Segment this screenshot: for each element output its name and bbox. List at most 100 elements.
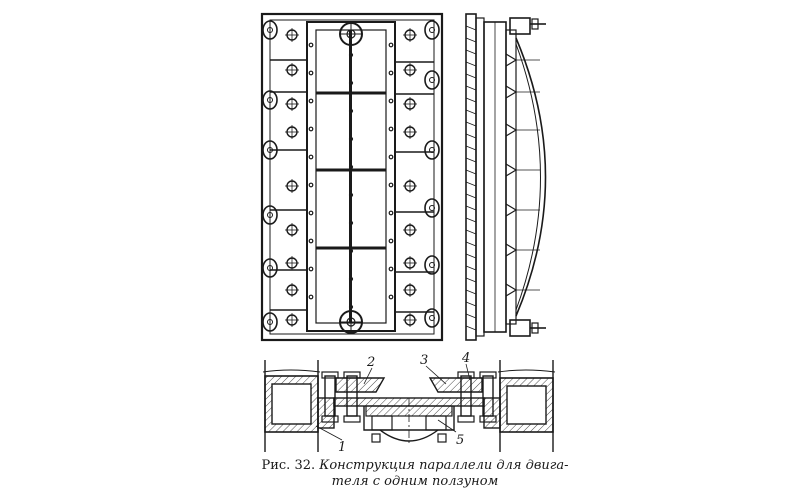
edge-boss [262, 90, 278, 110]
rivet [348, 80, 354, 86]
rivet [348, 108, 354, 114]
bolt-nut [321, 415, 339, 423]
caption-prefix: Рис. 32. [261, 458, 316, 473]
rivet [308, 70, 314, 76]
caption-line-1: Рис. 32. Конструкция параллели для двига… [250, 458, 580, 474]
edge-boss-hole [267, 212, 273, 218]
edge-boss-hole [429, 315, 435, 321]
edge-boss [262, 258, 278, 278]
label-3: 3 [420, 353, 428, 368]
side-hatch [465, 169, 477, 175]
side-rib [505, 123, 518, 137]
edge-boss-hole [429, 147, 435, 153]
side-view [465, 13, 547, 341]
edge-boss-hole [429, 27, 435, 33]
rivet [348, 248, 354, 254]
rivet [388, 154, 394, 160]
edge-boss-hole [267, 265, 273, 271]
edge-boss [424, 198, 440, 218]
side-hatch [465, 241, 477, 247]
side-hatch [465, 61, 477, 67]
rivet [348, 136, 354, 142]
bolt-head [479, 371, 497, 379]
side-hatch [465, 85, 477, 91]
rivet [388, 294, 394, 300]
side-hatch [465, 49, 477, 55]
rivet [388, 126, 394, 132]
label-2: 2 [366, 355, 375, 370]
bolt-nut [457, 415, 475, 423]
edge-boss-hole [429, 77, 435, 83]
side-hatch [465, 301, 477, 307]
edge-boss-hole [267, 27, 273, 33]
rivet [348, 192, 354, 198]
rivet [308, 266, 314, 272]
side-hatch [465, 37, 477, 43]
side-hatch [465, 265, 477, 271]
side-hatch [465, 121, 477, 127]
edge-boss [424, 70, 440, 90]
rivet [308, 98, 314, 104]
rivet [388, 238, 394, 244]
label-4: 4 [461, 351, 470, 366]
edge-boss [262, 205, 278, 225]
side-rib [505, 203, 518, 217]
caption-text-2: теля с одним ползуном [331, 474, 499, 489]
rivet [308, 126, 314, 132]
rivet [388, 70, 394, 76]
side-rib [505, 53, 518, 67]
bolt-head [321, 371, 339, 379]
side-hatch [465, 25, 477, 31]
rivet [388, 42, 394, 48]
edge-boss-hole [267, 147, 273, 153]
bolt-head [457, 371, 475, 379]
edge-boss [262, 140, 278, 160]
top-boss [339, 22, 363, 46]
edge-boss-hole [429, 262, 435, 268]
rivet [348, 52, 354, 58]
side-rib [505, 163, 518, 177]
caption-text-1: Конструкция параллели для двига- [319, 458, 569, 473]
plan-view [260, 12, 444, 342]
bolt-nut [479, 415, 497, 423]
figure-caption: Рис. 32. Конструкция параллели для двига… [250, 458, 580, 490]
side-hatch [465, 217, 477, 223]
edge-boss [262, 312, 278, 332]
rivet [308, 294, 314, 300]
bottom-boss [339, 310, 363, 334]
rivet [308, 154, 314, 160]
bolt-head [343, 371, 361, 379]
side-hatch [465, 133, 477, 139]
edge-boss-hole [267, 97, 273, 103]
edge-boss [424, 140, 440, 160]
side-hatch [465, 193, 477, 199]
label-5: 5 [456, 433, 464, 448]
rivet [308, 42, 314, 48]
rivet [348, 276, 354, 282]
rivet [308, 210, 314, 216]
rivet [388, 98, 394, 104]
side-hatch [465, 253, 477, 259]
side-hatch [465, 229, 477, 235]
edge-boss [424, 20, 440, 40]
side-hatch [465, 205, 477, 211]
edge-boss-hole [429, 205, 435, 211]
cross-section: 1 2 3 4 5 [262, 351, 556, 455]
rivet [388, 266, 394, 272]
rivet [388, 210, 394, 216]
label-1: 1 [338, 440, 346, 455]
side-hatch [465, 289, 477, 295]
side-hatch [465, 277, 477, 283]
rivet [348, 304, 354, 310]
edge-boss [424, 255, 440, 275]
rivet [348, 164, 354, 170]
rivet [308, 238, 314, 244]
bolt-nut [343, 415, 361, 423]
side-hatch [465, 181, 477, 187]
lower-bolt [371, 433, 381, 443]
rivet [388, 182, 394, 188]
side-hatch [465, 313, 477, 319]
edge-boss [262, 20, 278, 40]
side-rib [505, 85, 518, 99]
